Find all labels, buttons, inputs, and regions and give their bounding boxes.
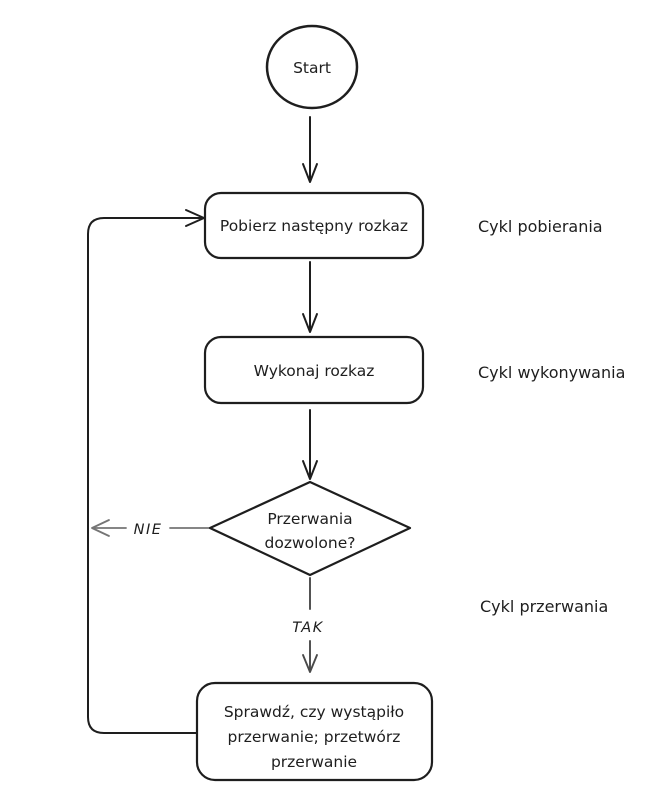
decision-node: Przerwania dozwolone?	[208, 480, 412, 577]
start-node: Start	[265, 24, 359, 110]
interrupt-node-line2: przerwanie; przetwórz	[228, 728, 401, 746]
edge-loop-back-to-fetch	[87, 209, 205, 734]
fetch-node: Pobierz następny rozkaz	[203, 191, 425, 260]
execute-node-label: Wykonaj rozkaz	[254, 362, 375, 380]
execute-node: Wykonaj rozkaz	[203, 335, 425, 405]
yes-branch-label: TAK	[292, 620, 323, 636]
decision-node-line1: Przerwania	[267, 510, 352, 528]
annotation-interrupt-cycle: Cykl przerwania	[480, 597, 608, 616]
fetch-node-label: Pobierz następny rozkaz	[220, 217, 408, 235]
annotation-fetch-cycle: Cykl pobierania	[478, 217, 603, 236]
no-branch-label: NIE	[134, 522, 163, 538]
edge-decision-yes	[302, 577, 318, 673]
interrupt-node-line1: Sprawdź, czy wystąpiło	[224, 703, 404, 721]
edge-decision-no	[91, 519, 210, 537]
annotation-execute-cycle: Cykl wykonywania	[478, 363, 625, 382]
edge-fetch-to-execute	[302, 261, 318, 333]
interrupt-node-line3: przerwanie	[271, 753, 357, 771]
edge-execute-to-decision	[302, 409, 318, 480]
edge-start-to-fetch	[302, 116, 318, 183]
decision-node-line2: dozwolone?	[265, 534, 356, 552]
interrupt-node: Sprawdź, czy wystąpiło przerwanie; przet…	[195, 681, 434, 782]
start-node-label: Start	[293, 59, 331, 77]
